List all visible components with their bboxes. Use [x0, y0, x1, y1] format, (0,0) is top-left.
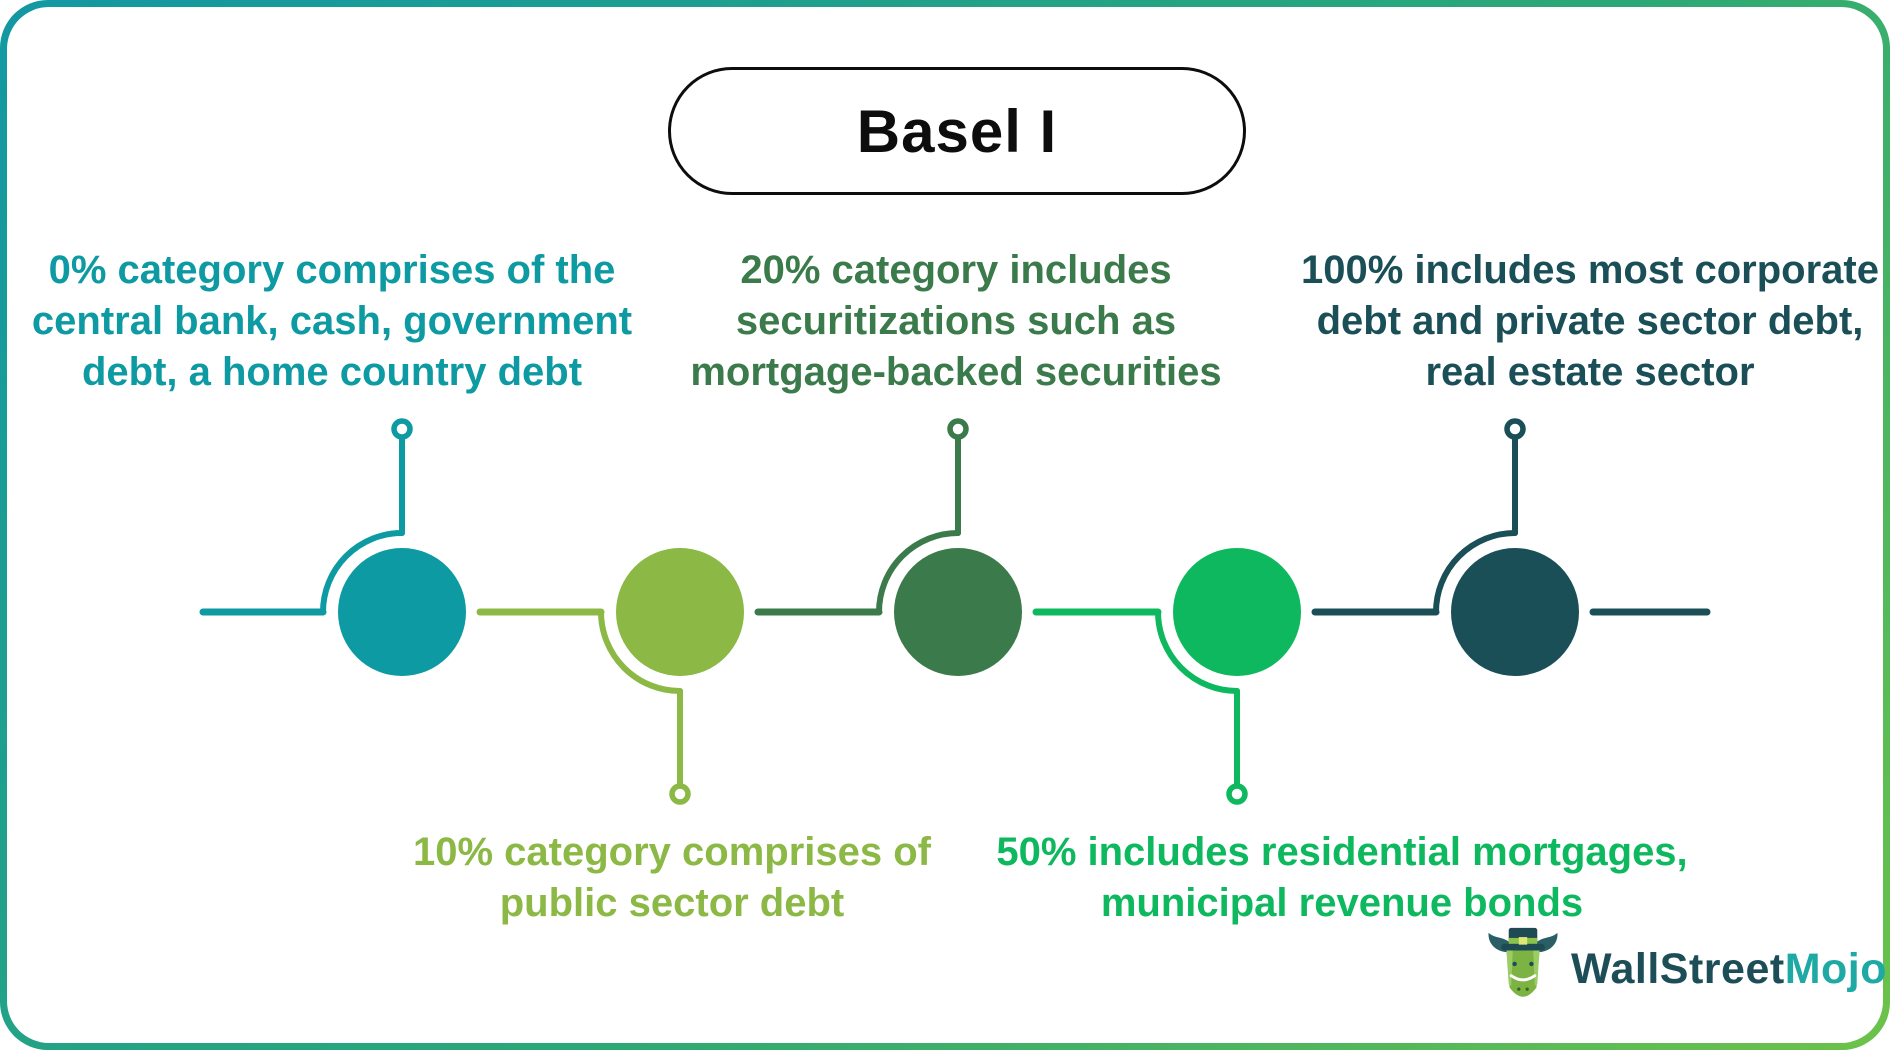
title-pill: Basel I — [668, 67, 1246, 195]
label-line: central bank, cash, government — [31, 299, 633, 343]
brand-name-part1: WallStreet — [1571, 944, 1785, 993]
label-line: 10% category comprises of — [413, 830, 931, 874]
label-line: 100% includes most corporate — [1301, 248, 1879, 292]
node-circle-100-percent — [1451, 548, 1579, 676]
node-circle-0-percent — [338, 548, 466, 676]
node-wire-4 — [1311, 418, 1711, 676]
page-title: Basel I — [856, 97, 1058, 165]
label-0-percent: 0% category comprises of the central ban… — [32, 245, 632, 398]
label-50-percent: 50% includes residential mortgages, muni… — [996, 827, 1687, 929]
label-100-percent: 100% includes most corporate debt and pr… — [1301, 245, 1879, 398]
connector-ring — [669, 783, 691, 805]
wire-arc — [320, 530, 405, 615]
node-circle-10-percent — [616, 548, 744, 676]
node-circle-20-percent — [894, 548, 1022, 676]
node-wire-1 — [476, 548, 744, 805]
connector-ring — [947, 418, 969, 440]
node-wire-2 — [754, 418, 1022, 676]
connector-ring — [1226, 783, 1248, 805]
brand-name-part2: Mojo — [1784, 944, 1887, 993]
label-line: mortgage-backed securities — [690, 350, 1222, 394]
label-10-percent: 10% category comprises of public sector … — [413, 827, 931, 929]
label-line: municipal revenue bonds — [1100, 881, 1584, 925]
wire-arc — [1155, 609, 1240, 694]
wire-arc — [598, 609, 683, 694]
timeline-diagram — [199, 418, 1711, 805]
connector-ring — [391, 418, 413, 440]
label-line: debt and private sector debt, — [1316, 299, 1864, 343]
label-line: public sector debt — [499, 881, 845, 925]
label-line: real estate sector — [1425, 350, 1755, 394]
brand-name: WallStreetMojo — [1571, 945, 1887, 994]
label-line: securitizations such as — [735, 299, 1177, 343]
wire-arc — [876, 530, 961, 615]
node-wire-0 — [199, 418, 466, 676]
label-line: 20% category includes — [740, 248, 1172, 292]
label-line: debt, a home country debt — [81, 350, 583, 394]
label-line: 0% category comprises of the — [48, 248, 616, 292]
label-20-percent: 20% category includes securitizations su… — [690, 245, 1221, 398]
label-line: 50% includes residential mortgages, — [996, 830, 1688, 874]
node-circle-50-percent — [1173, 548, 1301, 676]
bull-mascot-icon — [1488, 927, 1558, 997]
wire-arc — [1433, 530, 1518, 615]
canvas: Basel I 0% category comprises of the cen… — [7, 7, 1886, 1043]
node-wire-3 — [1032, 548, 1301, 805]
brand-logo: WallStreetMojo — [1481, 927, 1887, 1011]
connector-ring — [1504, 418, 1526, 440]
